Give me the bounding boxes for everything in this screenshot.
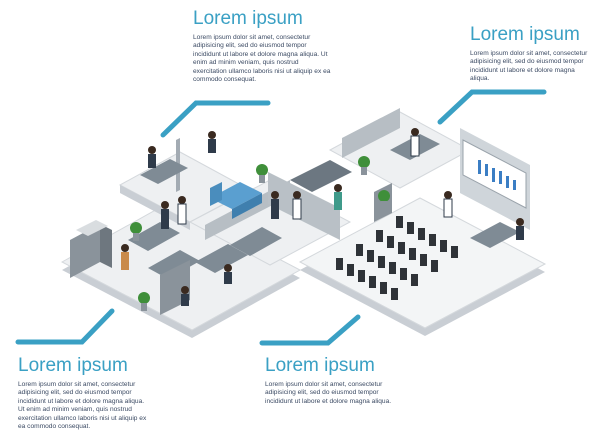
office-workers <box>121 128 524 306</box>
callout-bottom-left: Lorem ipsum Lorem ipsum dolor sit amet, … <box>18 355 148 431</box>
callout-text: Lorem ipsum dolor sit amet, consectetur … <box>193 34 331 84</box>
callout-connector-lines <box>15 89 547 346</box>
potted-plant-icon <box>378 190 390 209</box>
office-worker-icon <box>121 244 129 270</box>
callout-text: Lorem ipsum dolor sit amet, consectetur … <box>470 50 588 83</box>
office-worker-icon <box>443 191 453 218</box>
presentation-screen-icon <box>462 139 527 209</box>
potted-plant-icon <box>358 156 370 175</box>
office-worker-icon <box>271 191 279 219</box>
potted-plant-icon <box>256 164 268 183</box>
callout-title: Lorem ipsum <box>193 8 303 29</box>
callout-text: Lorem ipsum dolor sit amet, consectetur … <box>265 381 392 405</box>
office-worker-icon <box>516 218 524 240</box>
office-worker-icon <box>148 146 156 168</box>
office-worker-icon <box>177 196 187 225</box>
potted-plant-icon <box>138 292 150 311</box>
office-worker-icon <box>292 191 302 220</box>
office-worker-icon <box>161 201 169 229</box>
connector-line-1 <box>160 100 271 138</box>
office-worker-icon <box>410 128 420 157</box>
callout-top-right: Lorem ipsum Lorem ipsum dolor sit amet, … <box>470 24 595 84</box>
callout-top-left: Lorem ipsum Lorem ipsum dolor sit amet, … <box>193 8 333 84</box>
callout-text: Lorem ipsum dolor sit amet, consectetur … <box>18 381 147 431</box>
callout-title: Lorem ipsum <box>18 355 128 376</box>
connector-line-2 <box>437 89 547 125</box>
callout-title: Lorem ipsum <box>470 24 580 45</box>
conference-chairs <box>336 216 458 300</box>
office-worker-icon <box>224 264 232 284</box>
connector-line-4 <box>259 314 361 346</box>
connector-line-3 <box>15 308 115 345</box>
office-worker-icon <box>181 286 189 306</box>
potted-plant-icons <box>130 156 390 311</box>
sofa <box>210 182 262 219</box>
callout-bottom-center: Lorem ipsum Lorem ipsum dolor sit amet, … <box>265 355 395 406</box>
office-worker-icon <box>208 131 216 153</box>
office-worker-icon <box>334 184 342 210</box>
potted-plant-icon <box>130 222 142 241</box>
callout-title: Lorem ipsum <box>265 355 375 376</box>
